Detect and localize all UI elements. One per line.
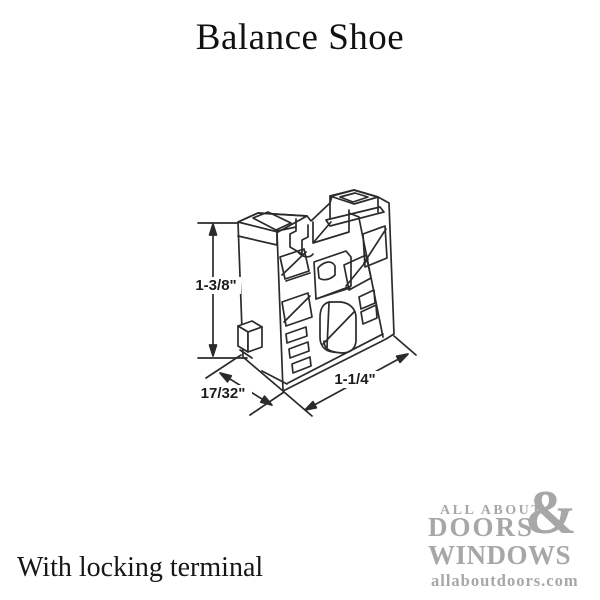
tab-side: [247, 326, 263, 353]
logo-line-all-about: ALL ABOUT: [440, 503, 544, 518]
small-tri-2: [360, 304, 378, 325]
right-post-hole: [339, 192, 369, 203]
slot-1: [285, 326, 308, 344]
left-post-hole: [252, 211, 292, 231]
depth-dimension-label: 17/32": [194, 385, 252, 402]
right-post-sides: [329, 195, 379, 220]
trapezoid-window: [343, 254, 372, 291]
logo-line-windows: WINDOWS: [428, 540, 572, 570]
cam-hole-outer: [319, 301, 357, 354]
height-dimension-label: 1-3/8": [191, 277, 241, 294]
product-caption: With locking terminal: [17, 552, 264, 583]
t-slot: [289, 218, 309, 255]
triangle-window: [281, 292, 313, 327]
small-tri-1: [358, 289, 376, 310]
logo-website: allaboutdoors.com: [431, 571, 579, 590]
top-opening: [312, 209, 350, 244]
pocket-window: [279, 248, 311, 282]
central-cavity: [313, 250, 352, 300]
left-post: [237, 212, 308, 233]
slot-2: [288, 341, 310, 359]
logo-line-doors: DOORS: [428, 512, 535, 542]
width-dimension-label: 1-1/4": [328, 371, 382, 388]
tab-base: [239, 349, 253, 359]
logo-ampersand: &: [525, 479, 577, 547]
top-face-edge: [276, 212, 360, 232]
cavity-tongue: [317, 261, 336, 281]
base-lip: [261, 333, 384, 385]
page-title: Balance Shoe: [195, 17, 405, 58]
cavity-shelf: [315, 287, 351, 300]
left-face-edge: [276, 231, 284, 391]
slot-3: [291, 356, 312, 374]
all-about-doors-windows-logo: ALL ABOUT & DOORS WINDOWS allaboutdoors.…: [425, 482, 595, 595]
cam-diagonal: [322, 311, 355, 345]
